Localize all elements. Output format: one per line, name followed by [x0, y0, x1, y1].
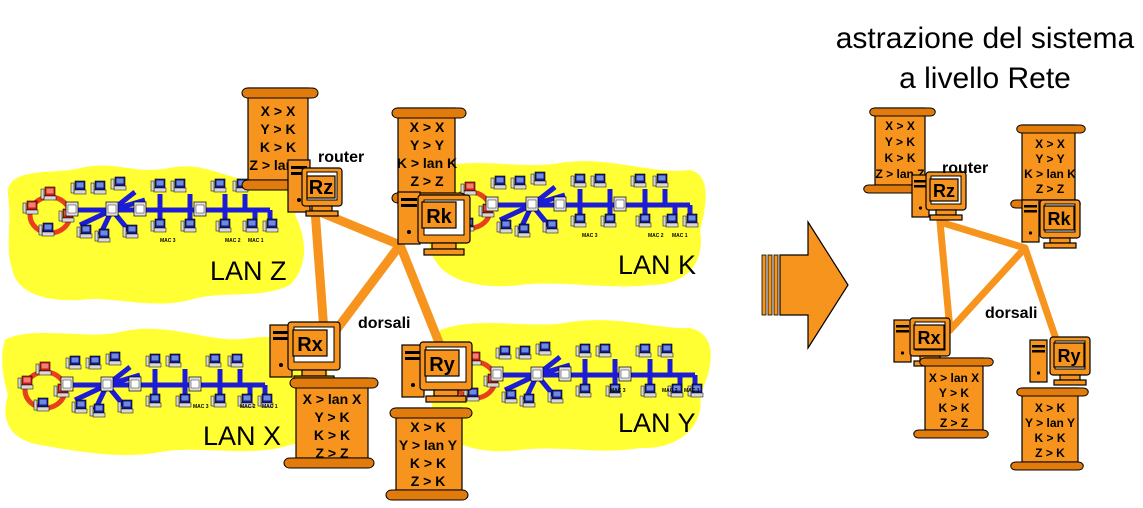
transform-arrow	[761, 219, 849, 351]
backbone-link	[936, 218, 954, 334]
router-rz: X > X Y > K K > K Z > lan Z Rz	[241, 87, 343, 217]
routing-entry: K > K	[260, 139, 296, 155]
routing-entry: K > K	[938, 401, 969, 415]
routing-entry: X > K	[1035, 401, 1066, 415]
mac-label: MAC 2	[662, 388, 678, 394]
router-id: Rz	[933, 181, 955, 201]
mac-label: MAC 3	[160, 238, 176, 244]
router-label: router	[318, 149, 364, 166]
abstract-router-rk: X > X Y > Y K > lan K Z > Z Rk	[1010, 124, 1086, 249]
abstract-backbone	[936, 218, 1062, 349]
router-id: Rz	[309, 177, 333, 199]
router-ry: Ry X > K Y > lan Y K > K Z > K	[385, 341, 473, 501]
backbone-link	[1021, 244, 1062, 349]
mac-label: MAC 2	[225, 238, 241, 244]
routing-entry: Y > lan Y	[399, 437, 458, 453]
routing-entry: Y > K	[885, 135, 915, 149]
routing-entry: Z > K	[411, 473, 446, 489]
routing-entry: K > K	[410, 455, 446, 471]
routing-entry: Y > K	[314, 409, 349, 425]
routing-entry: X > K	[410, 419, 445, 435]
lan-y-region: LAN Y	[432, 320, 711, 452]
routing-entry: K > K	[884, 151, 915, 165]
router-id: Rx	[297, 334, 323, 356]
mac-label: MAC 1	[248, 238, 264, 244]
abstract-router-rx: Rx X > lan X Y > K K > K Z > Z	[893, 317, 994, 439]
lan-z-label: LAN Z	[210, 256, 287, 286]
title-line-2: a livello Rete	[899, 62, 1071, 95]
routing-entry: X > X	[261, 103, 296, 119]
router-id: Ry	[1057, 346, 1080, 366]
abstract-router-ry: Ry X > K Y > lan Y K > K Z > K	[1010, 336, 1091, 471]
mac-label: MAC 3	[193, 404, 209, 410]
lan-k-label: LAN K	[618, 250, 696, 280]
dorsali-label: dorsali	[358, 315, 410, 332]
routing-entry: Z > Z	[410, 173, 444, 189]
mac-label: MAC 1	[684, 388, 700, 394]
mac-label: MAC 2	[240, 404, 256, 410]
routing-entry: K > lan K	[397, 155, 457, 171]
routing-entry: Z > K	[1035, 446, 1065, 460]
router-id: Rk	[426, 206, 452, 228]
lan-x-region: LAN X	[2, 328, 332, 455]
mac-label: MAC 2	[648, 233, 664, 239]
lan-z-region: LAN Z	[7, 165, 305, 304]
backbone-link	[936, 218, 1029, 252]
router-id: Rx	[917, 328, 940, 348]
routing-entry: Y > Y	[1035, 152, 1064, 166]
mac-label: MAC 1	[262, 404, 278, 410]
routing-entry: X > X	[410, 119, 445, 135]
routing-entry: Z > Z	[940, 416, 968, 430]
routing-entry: X > X	[885, 119, 915, 133]
lan-x-label: LAN X	[203, 421, 281, 451]
routing-entry: Y > lan Y	[1025, 416, 1075, 430]
routing-entry: X > lan X	[303, 391, 362, 407]
router-rk: X > X Y > Y K > lan K Z > Z Rk	[391, 107, 471, 256]
router-id: Ry	[429, 354, 455, 376]
routing-entry: Z > Z	[1036, 182, 1064, 196]
routing-entry: K > K	[314, 427, 350, 443]
abstract-router-rz: X > X Y > K K > K Z > lan Z Rz	[863, 107, 967, 221]
router-rx: Rx X > lan X Y > K K > K Z > Z	[269, 321, 379, 469]
routing-entry: Y > K	[260, 121, 295, 137]
router-label: router	[942, 160, 988, 177]
mac-label: MAC 1	[672, 233, 688, 239]
title-line-1: astrazione del sistema	[836, 22, 1135, 55]
routing-entry: K > lan K	[1024, 167, 1076, 181]
routing-entry: K > K	[1034, 431, 1065, 445]
mac-label: MAC 3	[610, 388, 626, 394]
routing-entry: Z > Z	[315, 445, 349, 461]
router-id: Rk	[1047, 209, 1071, 229]
backbone-link	[946, 244, 1029, 334]
routing-entry: X > X	[1035, 137, 1065, 151]
mac-label: MAC 3	[582, 233, 598, 239]
mac-labels: MAC 3 MAC 2 MAC 1 MAC 3 MAC 2 MAC 1 MAC …	[160, 233, 700, 410]
routing-entry: X > lan X	[929, 371, 979, 385]
backbone-link	[395, 240, 445, 350]
lan-y-label: LAN Y	[618, 408, 696, 438]
routing-entry: Y > Y	[410, 137, 445, 153]
dorsali-label: dorsali	[985, 305, 1037, 322]
lan-k-region: LAN K	[427, 161, 706, 287]
routing-entry: Y > K	[939, 386, 969, 400]
